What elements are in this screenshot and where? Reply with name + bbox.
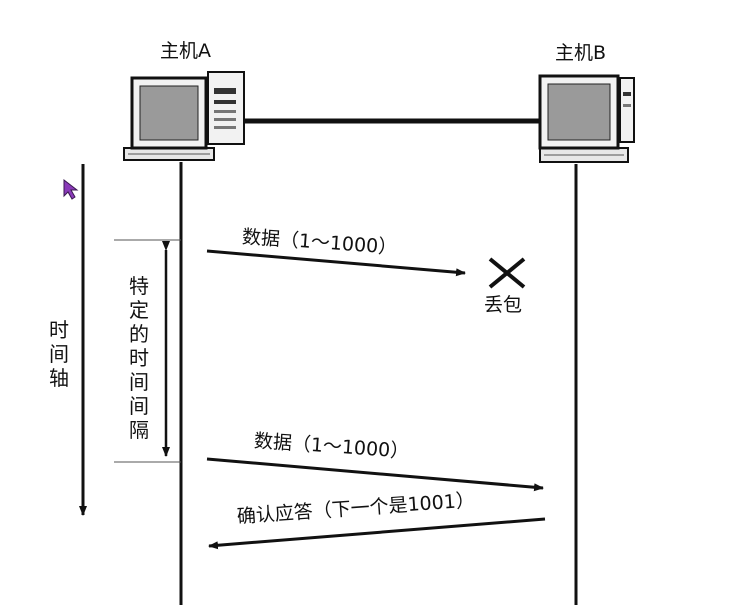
host-b-computer-icon <box>538 74 635 163</box>
message-arrow-3 <box>208 517 546 550</box>
time-axis-label: 时间轴 <box>49 318 69 390</box>
packet-loss-label: 丢包 <box>484 294 523 316</box>
interval-label: 特定的时间间隔 <box>129 274 149 442</box>
host-b-label: 主机B <box>555 42 607 64</box>
host-a-computer-icon <box>123 71 245 161</box>
host-a-label: 主机A <box>160 40 211 62</box>
message-arrow-2 <box>206 457 544 492</box>
packet-loss-icon <box>488 257 526 289</box>
cursor-icon <box>63 178 79 200</box>
message-arrow-1 <box>206 249 466 277</box>
